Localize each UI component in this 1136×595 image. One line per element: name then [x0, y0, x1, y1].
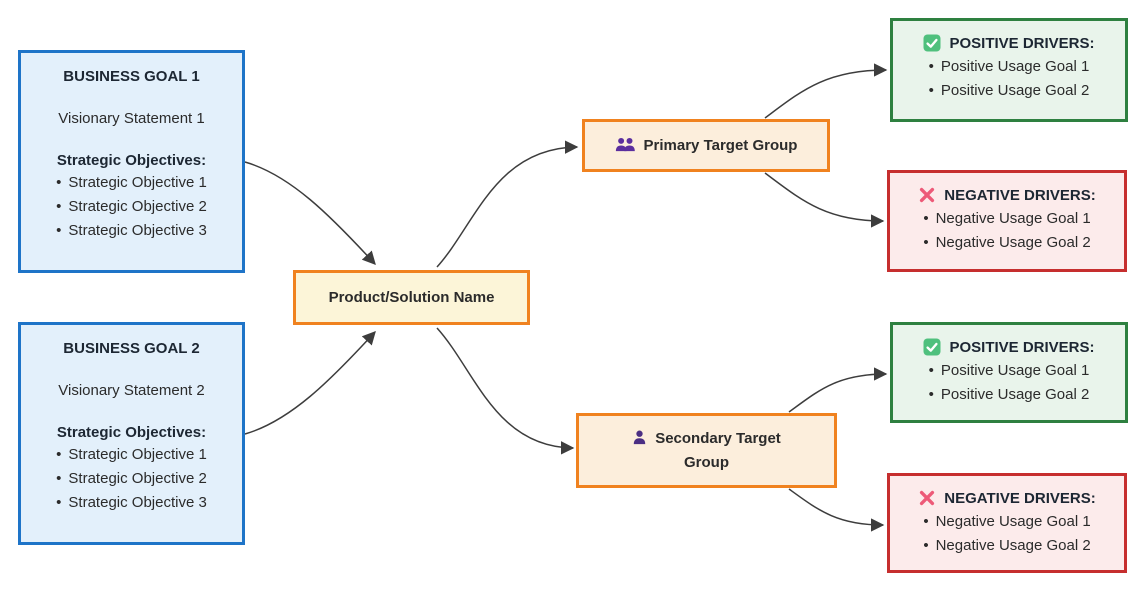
business-goal-1-node: BUSINESS GOAL 1 Visionary Statement 1 St… — [18, 50, 245, 273]
list-item: Negative Usage Goal 2 — [923, 231, 1091, 255]
edge-secondary-to-negative — [788, 488, 885, 532]
list-item: Strategic Objective 3 — [56, 491, 206, 515]
strategic-objectives-heading-2: Strategic Objectives: — [56, 424, 207, 441]
product-solution-label: Product/Solution Name — [328, 289, 495, 306]
primary-target-group-node: Primary Target Group — [582, 119, 830, 172]
secondary-positive-drivers-node: POSITIVE DRIVERS: Positive Usage Goal 1 … — [890, 322, 1128, 423]
edge-primary-to-positive — [764, 63, 888, 119]
edge-product-to-primary-target — [436, 140, 579, 268]
list-item: Strategic Objective 2 — [56, 195, 206, 219]
visionary-statement-2: Visionary Statement 2 — [58, 382, 205, 399]
primary-positive-drivers-node: POSITIVE DRIVERS: Positive Usage Goal 1 … — [890, 18, 1128, 122]
list-item: Strategic Objective 3 — [56, 219, 206, 243]
secondary-negative-drivers-node: NEGATIVE DRIVERS: Negative Usage Goal 1 … — [887, 473, 1127, 573]
secondary-target-group-node: Secondary Target Group — [576, 413, 837, 488]
check-icon — [923, 338, 941, 356]
business-goal-1-title: BUSINESS GOAL 1 — [63, 68, 200, 85]
edge-product-to-secondary-target — [436, 327, 575, 455]
edge-secondary-to-positive — [788, 367, 888, 413]
cross-icon — [920, 187, 935, 203]
negative-drivers-list: Negative Usage Goal 1 Negative Usage Goa… — [923, 207, 1091, 255]
cross-icon — [920, 490, 935, 506]
edge-bg1-to-product — [244, 161, 376, 265]
positive-drivers-title: POSITIVE DRIVERS: — [949, 338, 1095, 356]
users-icon — [615, 137, 635, 151]
negative-drivers-title: NEGATIVE DRIVERS: — [944, 489, 1096, 507]
positive-drivers-list: Positive Usage Goal 1 Positive Usage Goa… — [929, 359, 1089, 407]
positive-drivers-title: POSITIVE DRIVERS: — [949, 34, 1095, 52]
list-item: Positive Usage Goal 1 — [929, 55, 1089, 79]
primary-target-group-label: Primary Target Group — [643, 136, 798, 154]
user-icon — [633, 430, 646, 444]
positive-drivers-list: Positive Usage Goal 1 Positive Usage Goa… — [929, 55, 1089, 103]
strategic-objectives-list-1: Strategic Objective 1 Strategic Objectiv… — [56, 171, 206, 243]
negative-drivers-title: NEGATIVE DRIVERS: — [944, 186, 1096, 204]
edge-primary-to-negative — [764, 172, 885, 228]
visionary-statement-1: Visionary Statement 1 — [58, 110, 205, 127]
business-goal-2-title: BUSINESS GOAL 2 — [63, 340, 200, 357]
secondary-target-group-label: Secondary Target Group — [655, 429, 781, 471]
primary-negative-drivers-node: NEGATIVE DRIVERS: Negative Usage Goal 1 … — [887, 170, 1127, 272]
strategic-objectives-heading-1: Strategic Objectives: — [56, 152, 207, 169]
check-icon — [923, 34, 941, 52]
edge-bg2-to-product — [244, 331, 376, 435]
list-item: Negative Usage Goal 1 — [923, 207, 1091, 231]
business-goal-2-node: BUSINESS GOAL 2 Visionary Statement 2 St… — [18, 322, 245, 545]
list-item: Positive Usage Goal 1 — [929, 359, 1089, 383]
strategic-objectives-list-2: Strategic Objective 1 Strategic Objectiv… — [56, 443, 206, 515]
list-item: Positive Usage Goal 2 — [929, 79, 1089, 103]
negative-drivers-list: Negative Usage Goal 1 Negative Usage Goa… — [923, 510, 1091, 558]
list-item: Strategic Objective 2 — [56, 467, 206, 491]
list-item: Strategic Objective 1 — [56, 171, 206, 195]
list-item: Negative Usage Goal 2 — [923, 534, 1091, 558]
product-solution-node: Product/Solution Name — [293, 270, 530, 325]
list-item: Negative Usage Goal 1 — [923, 510, 1091, 534]
list-item: Positive Usage Goal 2 — [929, 383, 1089, 407]
list-item: Strategic Objective 1 — [56, 443, 206, 467]
